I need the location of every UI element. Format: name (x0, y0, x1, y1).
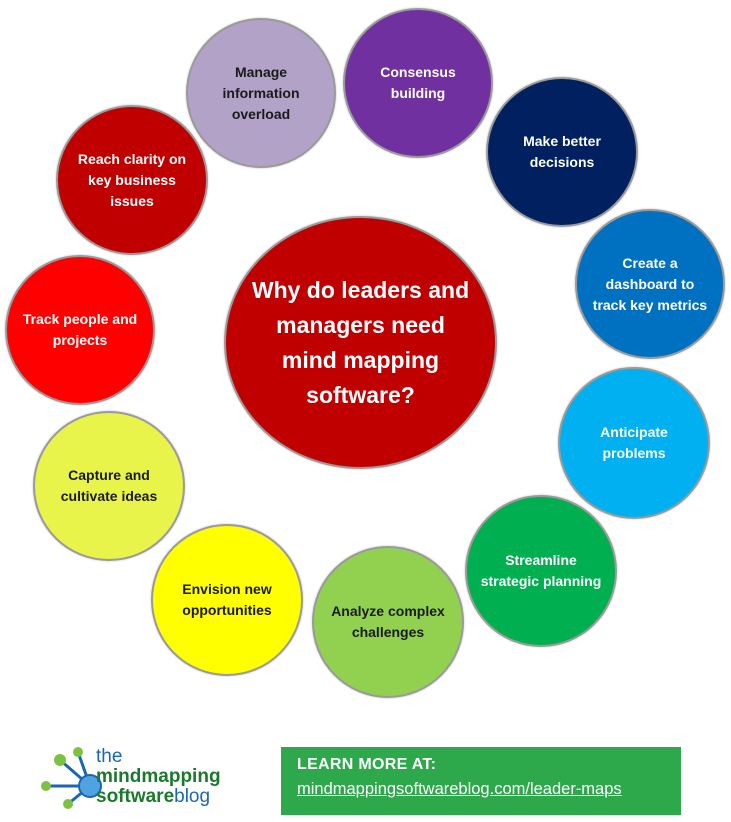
node-label: Analyze complex challenges (331, 603, 445, 640)
learn-more-banner: LEARN MORE AT: mindmappingsoftwareblog.c… (281, 747, 681, 815)
node-label: Envision new opportunities (182, 581, 272, 618)
node-capture-ideas: Capture and cultivate ideas (33, 411, 185, 561)
mind-map-network-icon (41, 747, 102, 809)
node-reach-clarity: Reach clarity on key business issues (56, 105, 208, 255)
logo-software: software (96, 786, 175, 807)
logo-line-softwareblog: softwareblog (96, 787, 221, 807)
blog-logo-wordmark: the mindmapping softwareblog (96, 747, 221, 807)
node-label: Manage information overload (222, 63, 300, 122)
node-create-dashboard: Create a dashboard to track key metrics (575, 209, 725, 359)
node-label: Consensus building (380, 64, 456, 101)
node-streamline-planning: Streamline strategic planning (465, 495, 617, 647)
learn-more-link[interactable]: mindmappingsoftwareblog.com/leader-maps (297, 780, 622, 798)
node-track-people-projects: Track people and projects (5, 255, 155, 405)
node-label: Create a dashboard to track key metrics (592, 254, 708, 313)
central-question-text: Why do leaders and managers need mind ma… (251, 276, 470, 408)
node-label: Make better decisions (523, 133, 601, 170)
central-question-circle: Why do leaders and managers need mind ma… (224, 216, 497, 469)
node-label: Track people and projects (22, 311, 138, 348)
node-label: Capture and cultivate ideas (60, 467, 158, 504)
logo-blog: blog (174, 786, 211, 807)
node-label: Reach clarity on key business issues (77, 150, 187, 209)
node-anticipate-problems: Anticipate problems (558, 367, 710, 519)
node-consensus-building: Consensus building (343, 8, 493, 158)
node-envision-opportunities: Envision new opportunities (151, 524, 303, 676)
logo-line-mindmapping: mindmapping (96, 766, 221, 787)
logo-line-the: the (96, 746, 123, 767)
node-analyze-challenges: Analyze complex challenges (312, 546, 464, 698)
node-label: Streamline strategic planning (480, 552, 602, 589)
node-label: Anticipate problems (600, 424, 668, 461)
node-manage-information-overload: Manage information overload (186, 18, 336, 168)
node-make-better-decisions: Make better decisions (486, 77, 638, 227)
learn-more-title: LEARN MORE AT: (297, 756, 437, 773)
